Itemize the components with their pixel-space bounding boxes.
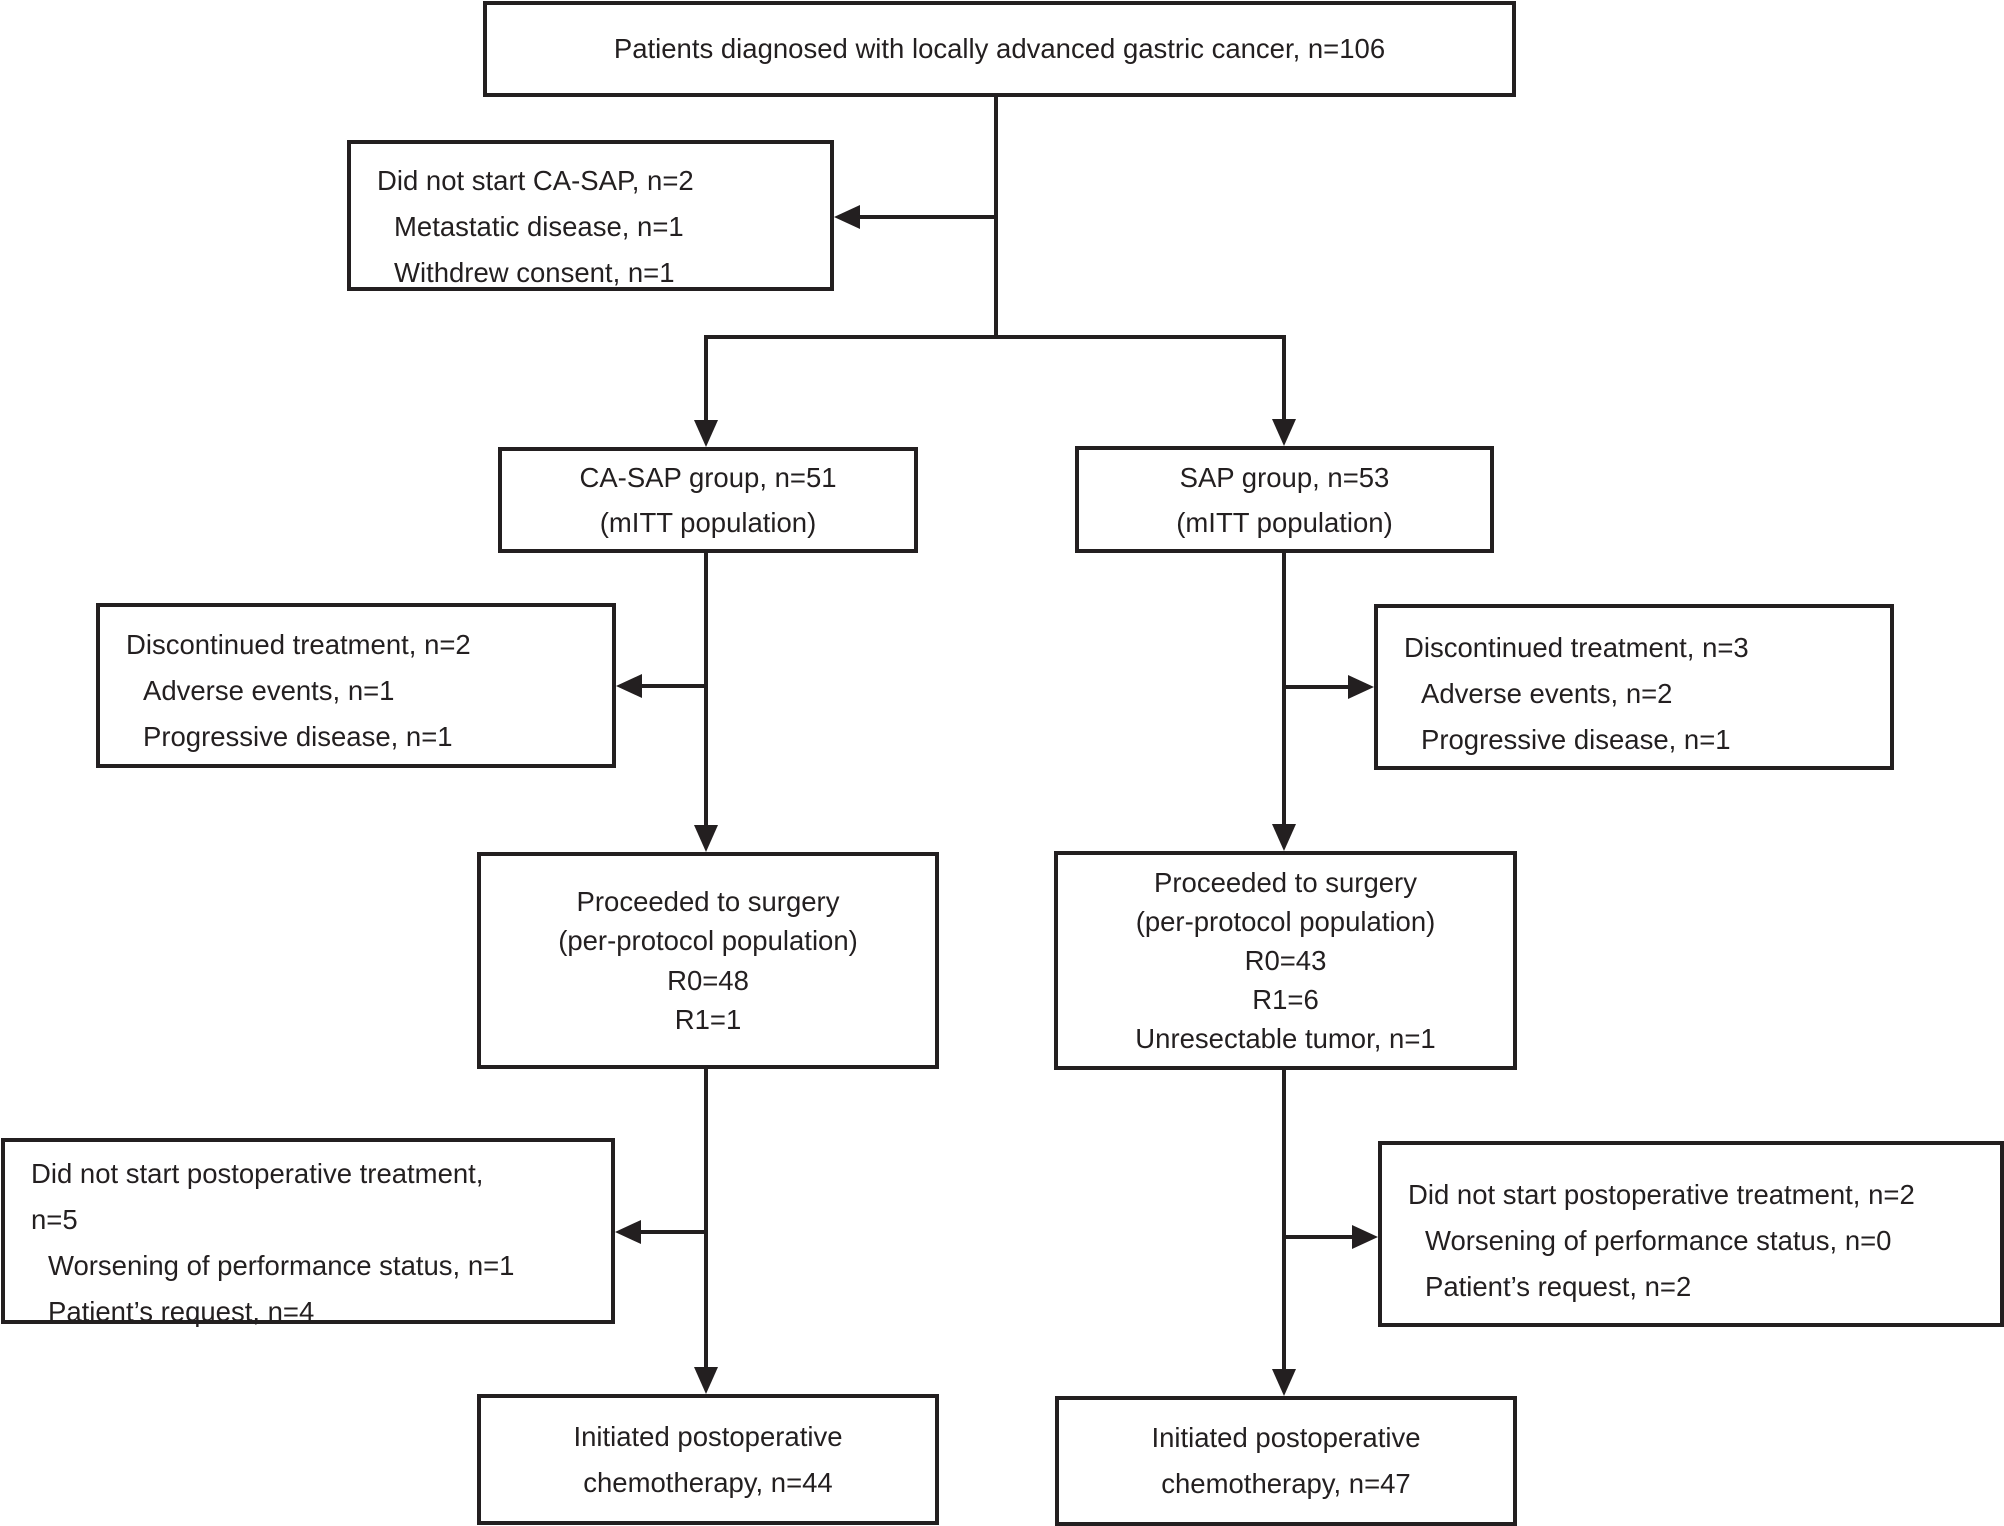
arrowhead-right-postop: [1352, 1225, 1378, 1249]
surgery-line: R1=1: [674, 1004, 742, 1035]
arrowhead-right-group: [1272, 419, 1296, 446]
surgery-line: R1=6: [1252, 984, 1319, 1015]
postop-title-count: n=5: [31, 1204, 78, 1235]
discontinued-title: Discontinued treatment, n=3: [1404, 632, 1749, 663]
ca-sap-postop-exclusion-box: Did not start postoperative treatment, n…: [1, 1138, 615, 1327]
ca-sap-group-box: CA-SAP group, n=51 (mITT population): [498, 447, 918, 553]
postop-title: Did not start postoperative treatment, n…: [1408, 1179, 1915, 1210]
exclusion-reason: Withdrew consent, n=1: [394, 257, 675, 288]
arrowhead-left-postop: [615, 1220, 641, 1244]
surgery-line: Proceeded to surgery: [576, 885, 840, 917]
arrowhead-exclusion: [834, 205, 860, 229]
exclusion-reason: Metastatic disease, n=1: [394, 211, 684, 242]
ca-sap-discontinued-box: Discontinued treatment, n=2 Adverse even…: [96, 603, 616, 768]
discontinued-reason: Adverse events, n=1: [143, 675, 395, 706]
exclusion-title: Did not start CA-SAP, n=2: [377, 165, 694, 196]
arrowhead-left-initiated: [694, 1367, 718, 1394]
ca-sap-surgery-box: Proceeded to surgery (per-protocol popul…: [477, 852, 939, 1069]
postop-reason: Patient’s request, n=2: [1425, 1271, 1692, 1302]
discontinued-reason: Progressive disease, n=1: [143, 721, 453, 752]
initiated-line: chemotherapy, n=44: [583, 1466, 833, 1498]
discontinued-reason: Adverse events, n=2: [1421, 678, 1673, 709]
group-population: (mITT population): [599, 507, 817, 538]
initiated-line: Initiated postoperative: [573, 1420, 843, 1452]
enrollment-box: Patients diagnosed with locally advanced…: [483, 1, 1516, 97]
sap-discontinued-box: Discontinued treatment, n=3 Adverse even…: [1374, 604, 1894, 770]
group-label: CA-SAP group, n=51: [579, 462, 837, 493]
surgery-line: (per-protocol population): [1135, 906, 1436, 937]
postop-reason: Worsening of performance status, n=0: [1425, 1225, 1892, 1256]
enrollment-label: Patients diagnosed with locally advanced…: [613, 33, 1386, 64]
discontinued-reason: Progressive disease, n=1: [1421, 724, 1731, 755]
surgery-line: (per-protocol population): [558, 925, 858, 956]
arrowhead-right-surgery: [1272, 824, 1296, 851]
discontinued-title: Discontinued treatment, n=2: [126, 629, 471, 660]
sap-group-box: SAP group, n=53 (mITT population): [1075, 446, 1494, 553]
postop-reason: Patient’s request, n=4: [48, 1296, 315, 1327]
group-population: (mITT population): [1176, 506, 1393, 538]
exclusion-box: Did not start CA-SAP, n=2 Metastatic dis…: [347, 140, 834, 291]
arrowhead-right-initiated: [1272, 1369, 1296, 1396]
surgery-line: Proceeded to surgery: [1154, 867, 1417, 898]
initiated-line: chemotherapy, n=47: [1161, 1468, 1411, 1499]
sap-initiated-box: Initiated postoperative chemotherapy, n=…: [1055, 1396, 1517, 1526]
sap-postop-exclusion-box: Did not start postoperative treatment, n…: [1378, 1141, 2004, 1327]
surgery-line: Unresectable tumor, n=1: [1135, 1023, 1436, 1054]
surgery-line: R0=43: [1244, 945, 1327, 976]
sap-surgery-box: Proceeded to surgery (per-protocol popul…: [1054, 851, 1517, 1070]
ca-sap-initiated-box: Initiated postoperative chemotherapy, n=…: [477, 1394, 939, 1525]
arrowhead-left-surgery: [694, 825, 718, 852]
arrowhead-left-group: [694, 420, 718, 447]
postop-title: Did not start postoperative treatment,: [31, 1158, 484, 1189]
surgery-line: R0=48: [667, 964, 749, 996]
initiated-line: Initiated postoperative: [1151, 1422, 1421, 1453]
group-label: SAP group, n=53: [1179, 461, 1390, 493]
arrowhead-right-discontinued: [1348, 675, 1374, 699]
postop-reason: Worsening of performance status, n=1: [48, 1250, 515, 1281]
arrowhead-left-discontinued: [616, 674, 642, 698]
